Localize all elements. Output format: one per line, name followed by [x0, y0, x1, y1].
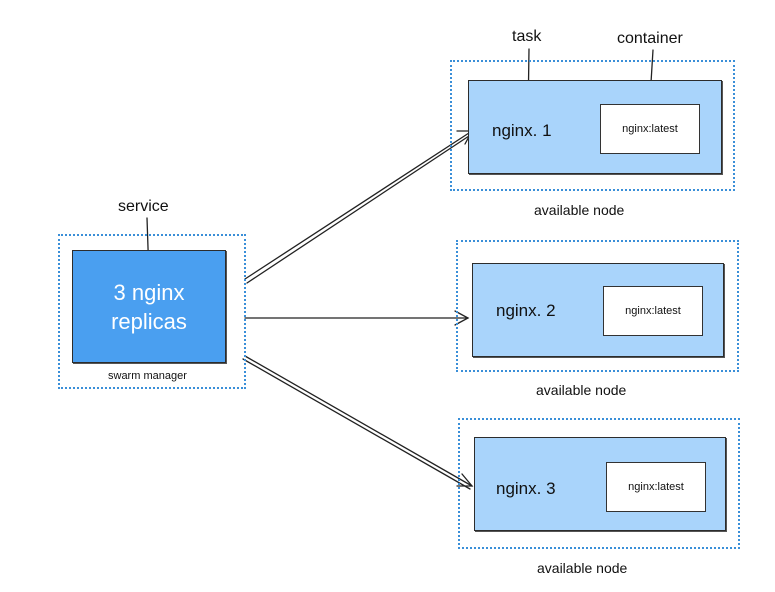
task-name-1: nginx. 1 — [492, 121, 552, 140]
node-frame-3 — [458, 418, 740, 549]
container-box-3: nginx:latest — [606, 462, 706, 512]
task-name-2: nginx. 2 — [496, 301, 556, 320]
task-annotation: task — [512, 28, 542, 45]
swarm-manager-frame — [58, 234, 246, 389]
node-frame-2 — [456, 240, 739, 372]
service-line-1: 3 nginx — [113, 279, 185, 305]
arrow-to-node-3 — [242, 355, 474, 490]
node-frame-1 — [450, 60, 735, 191]
container-annotation: container — [617, 30, 683, 47]
task-name-3: nginx. 3 — [496, 479, 556, 498]
service-line-2: replicas — [111, 308, 187, 334]
arrow-to-node-1 — [244, 130, 474, 284]
arrow-to-node-2 — [244, 310, 470, 326]
container-box-2: nginx:latest — [603, 286, 703, 336]
node-caption-3: available node — [537, 560, 628, 576]
node-caption-1: available node — [534, 202, 625, 218]
service-box: 3 nginx replicas — [72, 250, 226, 363]
container-box-1: nginx:latest — [600, 104, 700, 154]
swarm-manager-label: swarm manager — [108, 370, 187, 382]
node-caption-2: available node — [536, 382, 627, 398]
service-label: service — [118, 198, 169, 215]
